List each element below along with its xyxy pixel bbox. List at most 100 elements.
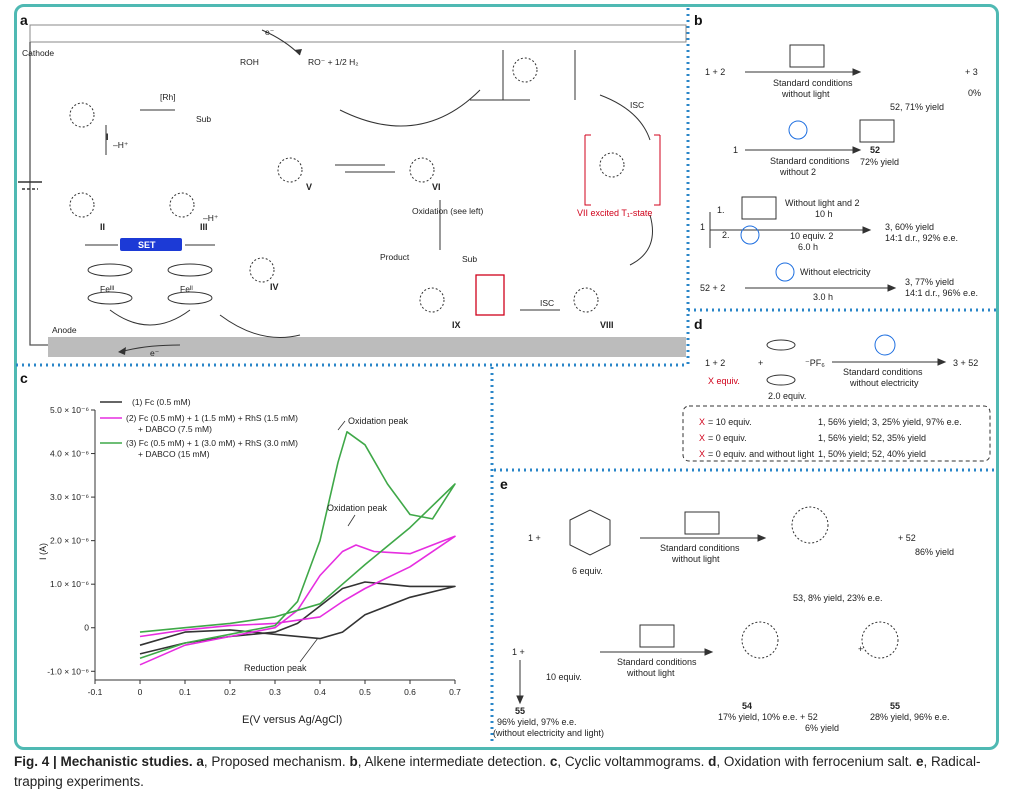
e-row1-equiv: 6 equiv. [572, 566, 603, 576]
minus-h-2: –H⁺ [203, 213, 219, 223]
e-row2-cond2: without light [626, 668, 675, 678]
oxidation-see-left: Oxidation (see left) [412, 206, 484, 216]
y-tick-label: 5.0 × 10⁻⁶ [50, 405, 89, 415]
x-tick-label: 0.1 [179, 687, 191, 697]
caption-b-label: b [349, 754, 358, 769]
anode-bar [48, 337, 686, 357]
d-row2-cond: = 0 equiv. [708, 433, 747, 443]
anode-label: Anode [52, 325, 77, 335]
caption-c-text: , Cyclic voltammograms. [557, 754, 705, 769]
x-tick-label: 0.4 [314, 687, 326, 697]
legend-item-3a: (3) Fc (0.5 mM) + 1 (3.0 mM) + RhS (3.0 … [126, 438, 298, 448]
legend-item-2b: + DABCO (7.5 mM) [138, 424, 212, 434]
b-row4-cond1: Without electricity [800, 267, 871, 277]
e-row2-equiv: 10 equiv. [546, 672, 582, 682]
panel-label-d: d [694, 316, 703, 332]
e-row2-55: 55 [515, 706, 525, 716]
d-row1-result: 1, 56% yield; 3, 25% yield, 97% e.e. [818, 417, 962, 427]
electron-bottom: e⁻ [150, 348, 160, 358]
fe3-label: Feᴵᴵᴵ [100, 284, 114, 294]
d-row2-x: X [699, 433, 705, 443]
int-VIII: VIII [600, 320, 614, 330]
rh-label: [Rh] [160, 92, 176, 102]
caption-e-text: , Radical-trapping experiments. [14, 754, 981, 789]
b-row4-dr: 14:1 d.r., 96% e.e. [905, 288, 978, 298]
b-row4-prod: 3, 77% yield [905, 277, 954, 287]
panel-label-a: a [20, 12, 28, 28]
caption-b-text: , Alkene intermediate detection. [357, 754, 547, 769]
c-ylabel: I (A) [38, 543, 48, 560]
legend-item-2a: (2) Fc (0.5 mM) + 1 (1.5 mM) + RhS (1.5 … [126, 413, 298, 423]
legend-item-3b: + DABCO (15 mM) [138, 449, 210, 459]
panel-label-e: e [500, 476, 508, 492]
b-row3-dr: 14:1 d.r., 92% e.e. [885, 233, 958, 243]
ox-peak-top-label: Oxidation peak [348, 416, 409, 426]
caption-a-text: , Proposed mechanism. [203, 754, 346, 769]
fe2-label: Feᴵᴵ [180, 284, 193, 294]
x-tick-label: 0.3 [269, 687, 281, 697]
sub-label-2: Sub [462, 254, 477, 264]
int-II: II [100, 222, 105, 232]
y-tick-label: 1.0 × 10⁻⁶ [50, 579, 89, 589]
e-row1-cond1: Standard conditions [660, 543, 740, 553]
caption-e-label: e [916, 754, 924, 769]
d-pf6: ⁻PF₆ [805, 358, 825, 368]
b-row2-cond1: Standard conditions [770, 156, 850, 166]
caption-d-label: d [708, 754, 717, 769]
x-tick-label: 0.7 [449, 687, 461, 697]
b-row3-step2: 2. [722, 230, 730, 240]
d-x-equiv: X equiv. [708, 376, 740, 386]
b-row4-cond2: 3.0 h [813, 292, 833, 302]
caption-c-label: c [549, 754, 558, 769]
b-row2-prod: 52 [870, 145, 880, 155]
b-row3-cond3: 10 equiv. 2 [790, 231, 833, 241]
panel-label-b: b [694, 12, 703, 28]
cathode-bar [29, 24, 687, 43]
d-left: 1 + 2 [705, 358, 725, 368]
x-tick-label: -0.1 [88, 687, 103, 697]
electron-top: e⁻ [265, 27, 275, 37]
d-row1-x: X [699, 417, 705, 427]
product-label: Product [380, 252, 410, 262]
b-row2-cond2: without 2 [779, 167, 816, 177]
d-row3-result: 1, 50% yield; 52, 40% yield [818, 449, 926, 459]
d-cond2: without electricity [849, 378, 919, 388]
e-row1-yield: 86% yield [915, 547, 954, 557]
y-tick-label: 3.0 × 10⁻⁶ [50, 492, 89, 502]
figure-caption: Fig. 4 | Mechanistic studies. a, Propose… [14, 752, 999, 792]
b-row1-left: 1 + 2 [705, 67, 725, 77]
b-row1-zero: 0% [968, 88, 981, 98]
int-III: III [200, 222, 208, 232]
b-row1-cond1: Standard conditions [773, 78, 853, 88]
y-tick-label: 2.0 × 10⁻⁶ [50, 536, 89, 546]
x-tick-label: 0.2 [224, 687, 236, 697]
y-tick-label: 4.0 × 10⁻⁶ [50, 449, 89, 459]
int-IX: IX [452, 320, 461, 330]
b-row4-left: 52 + 2 [700, 283, 725, 293]
legend-item-1: (1) Fc (0.5 mM) [132, 397, 191, 407]
e-row1-plus52: + 52 [898, 533, 916, 543]
cv-series-2 [139, 535, 456, 666]
minus-h-1: –H⁺ [113, 140, 129, 150]
x-tick-label: 0.5 [359, 687, 371, 697]
d-prod: 3 + 52 [953, 358, 978, 368]
d-cond1: Standard conditions [843, 367, 923, 377]
red-peak-label: Reduction peak [244, 663, 307, 673]
d-row3-x: X [699, 449, 705, 459]
caption-a-label: a [196, 754, 204, 769]
set-label: SET [138, 240, 156, 250]
e-prod54-yield: 17% yield, 10% e.e. [718, 712, 798, 722]
e-row2-55-yield: 96% yield, 97% e.e. [497, 717, 577, 727]
e-row1-left: 1 + [528, 533, 541, 543]
e-plus52: + 52 [800, 712, 818, 722]
b-row3-step1: 1. [717, 205, 725, 215]
isc-label-1: ISC [630, 100, 644, 110]
b-row1-plus3: + 3 [965, 67, 978, 77]
e-prod55-yield: 28% yield, 96% e.e. [870, 712, 950, 722]
e-row1-prod: 53, 8% yield, 23% e.e. [793, 593, 883, 603]
b-row3-left: 1 [700, 222, 705, 232]
